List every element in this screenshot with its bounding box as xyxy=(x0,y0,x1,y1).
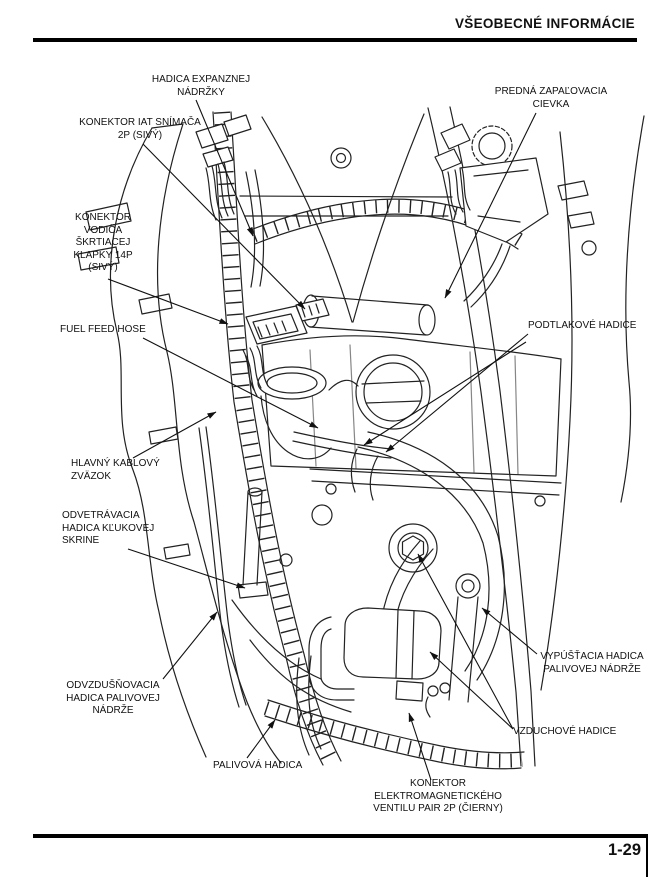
label-vacuum-hoses: PODTLAKOVÉ HADICE xyxy=(528,320,637,331)
header-rule xyxy=(33,38,637,42)
frame-tubes xyxy=(239,106,645,767)
label-pair-valve-connector: KONEKTOR ELEKTROMAGNETICKÉHO VENTILU PAI… xyxy=(373,778,503,815)
label-fuel-tank-drain-hose: VYPÚŠŤACIA HADICA PALIVOVEJ NÁDRŽE xyxy=(540,651,644,675)
label-main-wire-harness: HLAVNÝ KABLOVÝ ZVÄZOK xyxy=(71,458,160,482)
label-fuel-feed-hose: FUEL FEED HOSE xyxy=(60,324,146,335)
left-body-panel xyxy=(77,123,282,764)
hoses-and-pair-valve xyxy=(231,431,525,770)
ignition-coil xyxy=(434,123,597,308)
engine-center xyxy=(237,294,562,703)
label-expansion-tank-hose: HADICA EXPANZNEJ NÁDRŽKY xyxy=(151,74,251,98)
main-harness-tube xyxy=(212,111,342,767)
label-iat-sensor-connector: KONEKTOR IAT SNÍMAČA 2P (SIVÝ) xyxy=(79,117,201,141)
iat-connector xyxy=(195,114,252,221)
label-air-hoses: VZDUCHOVÉ HADICE xyxy=(513,726,617,737)
footer-rule xyxy=(33,834,648,838)
label-throttle-wire-connector: KONEKTOR VODIČA ŠKRTIACEJ KLAPKY 14P (SI… xyxy=(73,212,133,274)
page-title: VŠEOBECNÉ INFORMÁCIE xyxy=(454,16,635,31)
label-fuel-tank-breather-hose: ODVZDUŠŇOVACIA HADICA PALIVOVEJ NÁDRŽE xyxy=(66,680,160,717)
label-front-ignition-coil: PREDNÁ ZAPAĽOVACIA CIEVKA xyxy=(494,86,608,110)
leader-lines xyxy=(107,99,538,781)
expansion-tank-hose xyxy=(245,169,265,288)
page-edge-line xyxy=(646,834,648,877)
label-crankcase-breather-hose: ODVETRÁVACIA HADICA KĽUKOVEJ SKRINE xyxy=(62,510,155,547)
page-number: 1-29 xyxy=(607,841,641,859)
label-fuel-hose: PALIVOVÁ HADICA xyxy=(213,760,303,771)
